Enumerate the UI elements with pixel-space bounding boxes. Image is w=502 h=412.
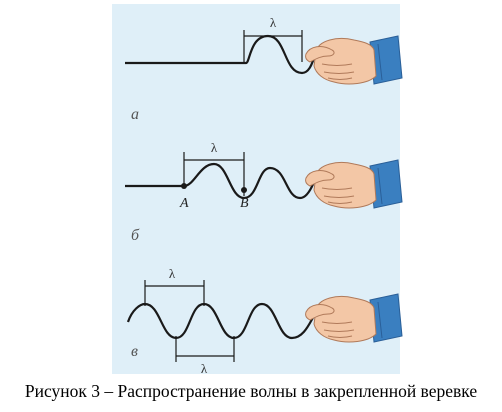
panel-b: λ A B б <box>125 140 403 244</box>
panel-a: λ а <box>125 15 403 123</box>
wavelength-label-c-top: λ <box>169 266 176 281</box>
panel-label-b: б <box>131 227 140 244</box>
rope-c <box>126 302 315 340</box>
wavelength-label-c-bottom: λ <box>201 361 208 376</box>
wavelength-marker-b <box>183 152 245 196</box>
wavelength-marker-c-bottom <box>175 336 235 362</box>
panel-label-c: в <box>131 343 138 360</box>
point-a-dot <box>181 183 187 189</box>
wavelength-marker-a <box>243 30 303 62</box>
figure-caption: Рисунок 3 – Распространение волны в закр… <box>24 381 478 401</box>
hand-icon <box>305 159 403 209</box>
point-b-label: B <box>240 196 249 211</box>
hand-icon <box>305 293 403 343</box>
point-b-dot <box>241 187 247 193</box>
wavelength-label-b: λ <box>211 140 218 155</box>
panel-c: λ λ в <box>126 266 403 376</box>
wavelength-label-a: λ <box>270 15 277 30</box>
panel-label-a: а <box>131 106 139 123</box>
wavelength-marker-c-top <box>144 280 205 306</box>
hand-icon <box>305 35 403 85</box>
rope-a <box>125 34 316 75</box>
point-a-label: A <box>179 196 189 211</box>
rope-b <box>125 162 316 200</box>
